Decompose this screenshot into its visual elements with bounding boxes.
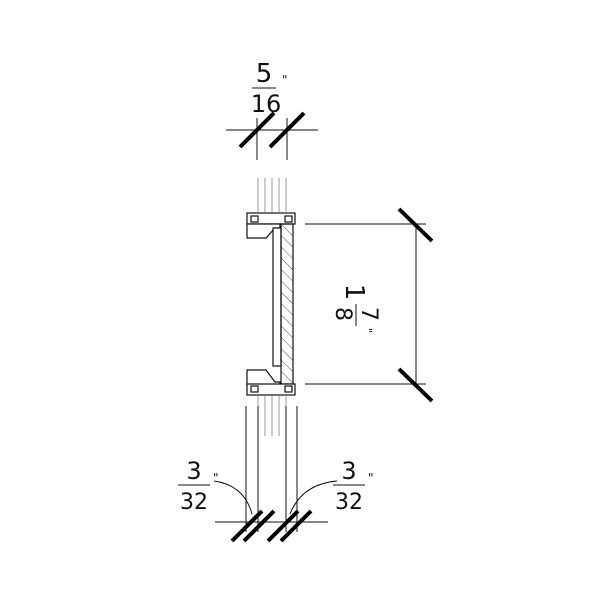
bottom-right-unit: " bbox=[368, 471, 374, 485]
web-hatched bbox=[280, 223, 294, 385]
bottom-lip-notch-left bbox=[250, 385, 259, 393]
height-dimension: 1 7 8 " bbox=[305, 207, 434, 403]
bottom-left-label: 3 32 " bbox=[178, 457, 219, 515]
bottom-left-numerator: 3 bbox=[186, 457, 201, 485]
leader-left bbox=[213, 480, 253, 515]
bottom-right-numerator: 3 bbox=[341, 457, 356, 485]
bottom-dimensions: 3 32 " 3 32 " bbox=[178, 406, 374, 543]
channel-profile bbox=[246, 212, 296, 396]
top-denominator: 16 bbox=[251, 90, 282, 118]
top-tick-right bbox=[268, 111, 306, 149]
bottom-left-denominator: 32 bbox=[180, 490, 208, 515]
height-tick-top bbox=[397, 207, 434, 243]
leader-right bbox=[289, 480, 338, 515]
top-lip-notch-left bbox=[250, 215, 259, 223]
height-tick-bottom bbox=[397, 367, 434, 403]
height-denominator: 8 bbox=[330, 307, 355, 321]
height-label: 1 7 8 " bbox=[330, 284, 381, 333]
bottom-lip bbox=[246, 383, 296, 396]
web-inner bbox=[272, 227, 282, 367]
height-unit: " bbox=[361, 328, 374, 333]
bottom-right-denominator: 32 bbox=[335, 490, 363, 515]
bottom-left-unit: " bbox=[213, 471, 219, 485]
height-numerator: 7 bbox=[356, 307, 381, 321]
bottom-right-label: 3 32 " bbox=[333, 457, 374, 515]
centre-hairlines bbox=[257, 178, 287, 436]
top-numerator: 5 bbox=[256, 59, 273, 89]
top-tick-left bbox=[238, 111, 276, 149]
top-dimension: 5 16 " bbox=[226, 59, 318, 160]
top-lip-notch-right bbox=[284, 215, 293, 223]
top-unit: " bbox=[282, 73, 288, 87]
bottom-lip-notch-right bbox=[284, 385, 293, 393]
height-whole: 1 bbox=[339, 284, 369, 301]
